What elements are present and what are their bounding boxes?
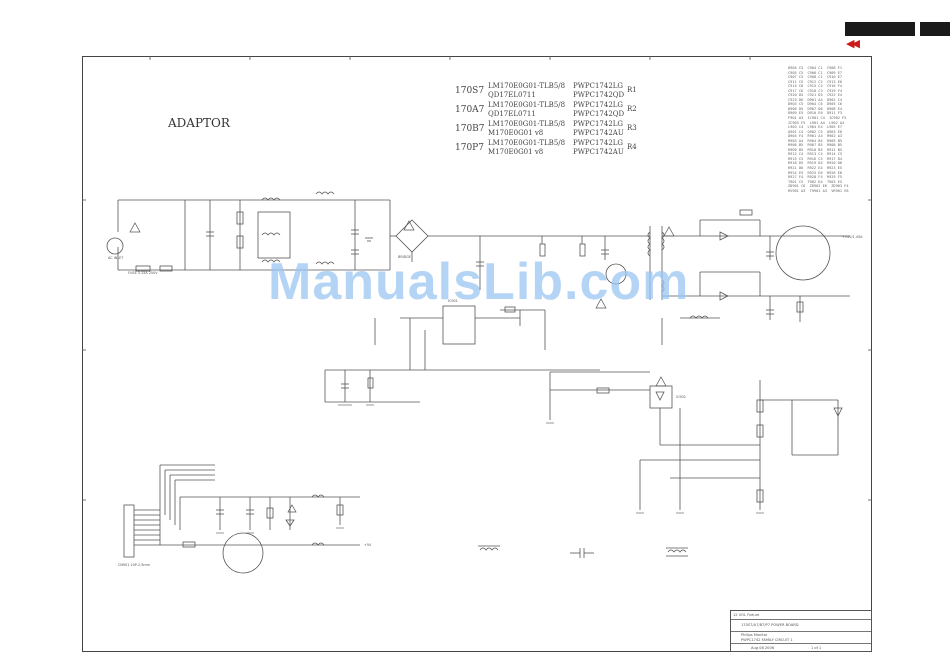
model-name: 170P7 — [455, 143, 484, 153]
header-bar — [845, 22, 915, 36]
model-board: PWPC1742LG PWPC1742QD — [573, 82, 625, 99]
model-name: 170S7 — [455, 86, 485, 96]
model-board: PWPC1742LG PWPC1742QD — [573, 101, 625, 118]
model-ref: R1 — [627, 86, 637, 94]
title-block-date: Aug 08 2006 — [751, 646, 775, 650]
bridge-label: BRIDGE — [398, 255, 411, 259]
connector-label: CN901 10P-2.5mm — [118, 563, 151, 567]
back-arrows-icon[interactable]: ◀◀ — [846, 37, 860, 50]
model-board: PWPC1742LG PWPC1742AU — [573, 120, 624, 137]
opto-label: IC902 — [676, 395, 686, 399]
title-block: 12 VOL Fixture 170S7/A7/B7/P7 POWER BOAR… — [730, 610, 872, 652]
controller-label: IC901 — [448, 299, 458, 303]
model-board: PWPC1742LG PWPC1742AU — [573, 139, 624, 156]
output-14v-label: +14V/1.45A — [842, 235, 863, 239]
model-ref: R2 — [627, 105, 637, 113]
title-block-sheet: 1 of 1 — [811, 646, 822, 650]
model-panel: LM170E0G01-TLB5/8 QD17EL0711 — [488, 82, 566, 99]
fuse-label: FUSE 3.15A 250V — [128, 271, 158, 275]
model-panel: LM170E0G01-TLB5/8 M170E0G01 v8 — [488, 120, 566, 137]
title-block-row2: 170S7/A7/B7/P7 POWER BOARD — [741, 623, 799, 627]
title-block-row4: PWPC1742 FAMILY CIRCUIT 1 — [741, 638, 793, 642]
title-block-row3: Philips Monitor — [741, 633, 768, 637]
model-panel: LM170E0G01-TLB5/8 QD17EL0711 — [488, 101, 566, 118]
model-ref: R4 — [627, 143, 637, 151]
output-5v-label: +5V — [364, 543, 372, 547]
watermark: ManualsLib.com — [268, 253, 690, 311]
model-name: 170A7 — [455, 105, 485, 115]
model-name: 170B7 — [455, 124, 485, 134]
diagram-title: ADAPTOR — [168, 116, 230, 130]
model-panel: LM170E0G01-TLB5/8 M170E0G01 v8 — [488, 139, 566, 156]
parts-location-list: D904 C5 C904 C1 C908 F1 C905 C5 C906 C1 … — [788, 66, 849, 193]
header-bar-right — [920, 22, 950, 36]
title-block-row1: 12 VOL Fixture — [733, 613, 760, 617]
ac-inlet-label: AC INLET — [108, 256, 124, 260]
model-ref: R3 — [627, 124, 637, 132]
schematic-frame — [82, 56, 872, 652]
